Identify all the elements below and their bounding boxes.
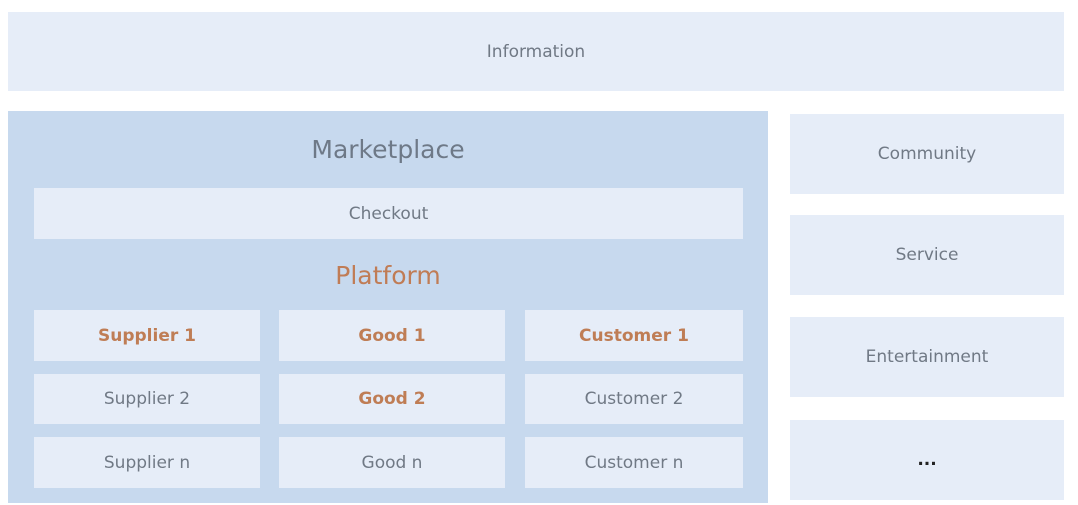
customer-1-label: Customer 1: [579, 325, 689, 346]
customer-2-label: Customer 2: [584, 389, 684, 409]
supplier-2-cell: Supplier 2: [34, 374, 260, 424]
information-block: Information: [8, 12, 1064, 91]
service-label: Service: [895, 245, 959, 265]
good-n-label: Good n: [361, 452, 423, 473]
supplier-n-label: Supplier n: [103, 452, 191, 473]
supplier-2-label: Supplier 2: [103, 389, 191, 409]
supplier-1-cell: Supplier 1: [34, 310, 260, 361]
good-2-cell: Good 2: [279, 374, 505, 424]
community-label: Community: [877, 144, 977, 164]
good-1-cell: Good 1: [279, 310, 505, 361]
marketplace-block: Marketplace Checkout Platform Supplier 1…: [8, 111, 768, 503]
information-label: Information: [486, 41, 586, 62]
customer-1-cell: Customer 1: [525, 310, 743, 361]
supplier-1-label: Supplier 1: [98, 325, 196, 346]
customer-n-cell: Customer n: [525, 437, 743, 488]
checkout-block: Checkout: [34, 188, 743, 239]
good-2-label: Good 2: [358, 389, 426, 409]
checkout-label: Checkout: [348, 203, 429, 224]
entertainment-block: Entertainment: [790, 317, 1064, 397]
more-block: ...: [790, 420, 1064, 500]
platform-title: Platform: [335, 261, 441, 290]
supplier-n-cell: Supplier n: [34, 437, 260, 488]
community-block: Community: [790, 114, 1064, 194]
customer-2-cell: Customer 2: [525, 374, 743, 424]
customer-n-label: Customer n: [584, 452, 684, 473]
good-n-cell: Good n: [279, 437, 505, 488]
good-1-label: Good 1: [358, 325, 426, 346]
service-block: Service: [790, 215, 1064, 295]
marketplace-title: Marketplace: [311, 135, 465, 164]
entertainment-label: Entertainment: [865, 347, 989, 367]
ellipsis-label: ...: [917, 450, 937, 470]
